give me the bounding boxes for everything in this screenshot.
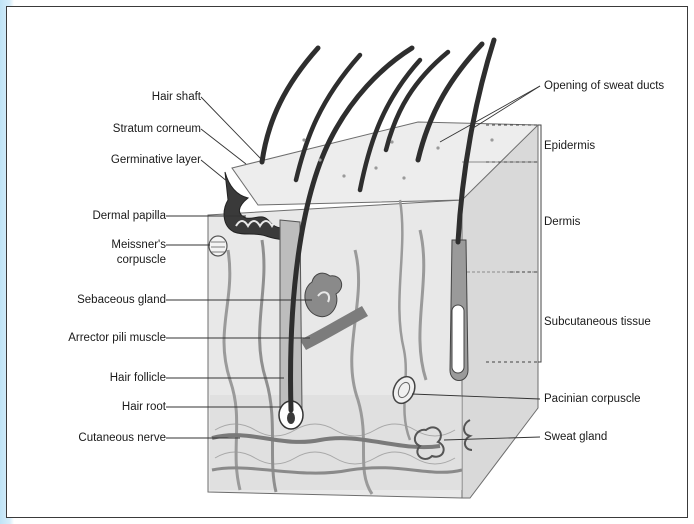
label-cutaneous-nerve: Cutaneous nerve: [78, 432, 166, 445]
label-sebaceous-gland: Sebaceous gland: [77, 294, 166, 307]
label-sweat-duct-openings: Opening of sweat ducts: [544, 80, 664, 93]
label-sweat-gland: Sweat gland: [544, 431, 607, 444]
label-hair-root: Hair root: [122, 401, 166, 414]
label-dermis: Dermis: [544, 216, 580, 229]
label-arrector-pili: Arrector pili muscle: [68, 332, 166, 345]
label-subcutaneous: Subcutaneous tissue: [544, 316, 651, 329]
label-meissners-line1: Meissner's: [111, 239, 166, 252]
label-germinative-layer: Germinative layer: [111, 154, 201, 167]
hair-shaft-1: [262, 48, 318, 162]
label-hair-follicle: Hair follicle: [110, 372, 166, 385]
label-epidermis: Epidermis: [544, 140, 595, 153]
subcutaneous-region: [210, 395, 462, 490]
label-dermal-papilla: Dermal papilla: [92, 210, 166, 223]
side-hair-root: [452, 305, 464, 373]
label-meissners-line2: corpuscle: [117, 254, 166, 267]
label-stratum-corneum: Stratum corneum: [113, 123, 201, 136]
label-pacinian: Pacinian corpuscle: [544, 393, 641, 406]
label-hair-shaft: Hair shaft: [152, 91, 201, 104]
meissners-corpuscle: [209, 236, 227, 256]
